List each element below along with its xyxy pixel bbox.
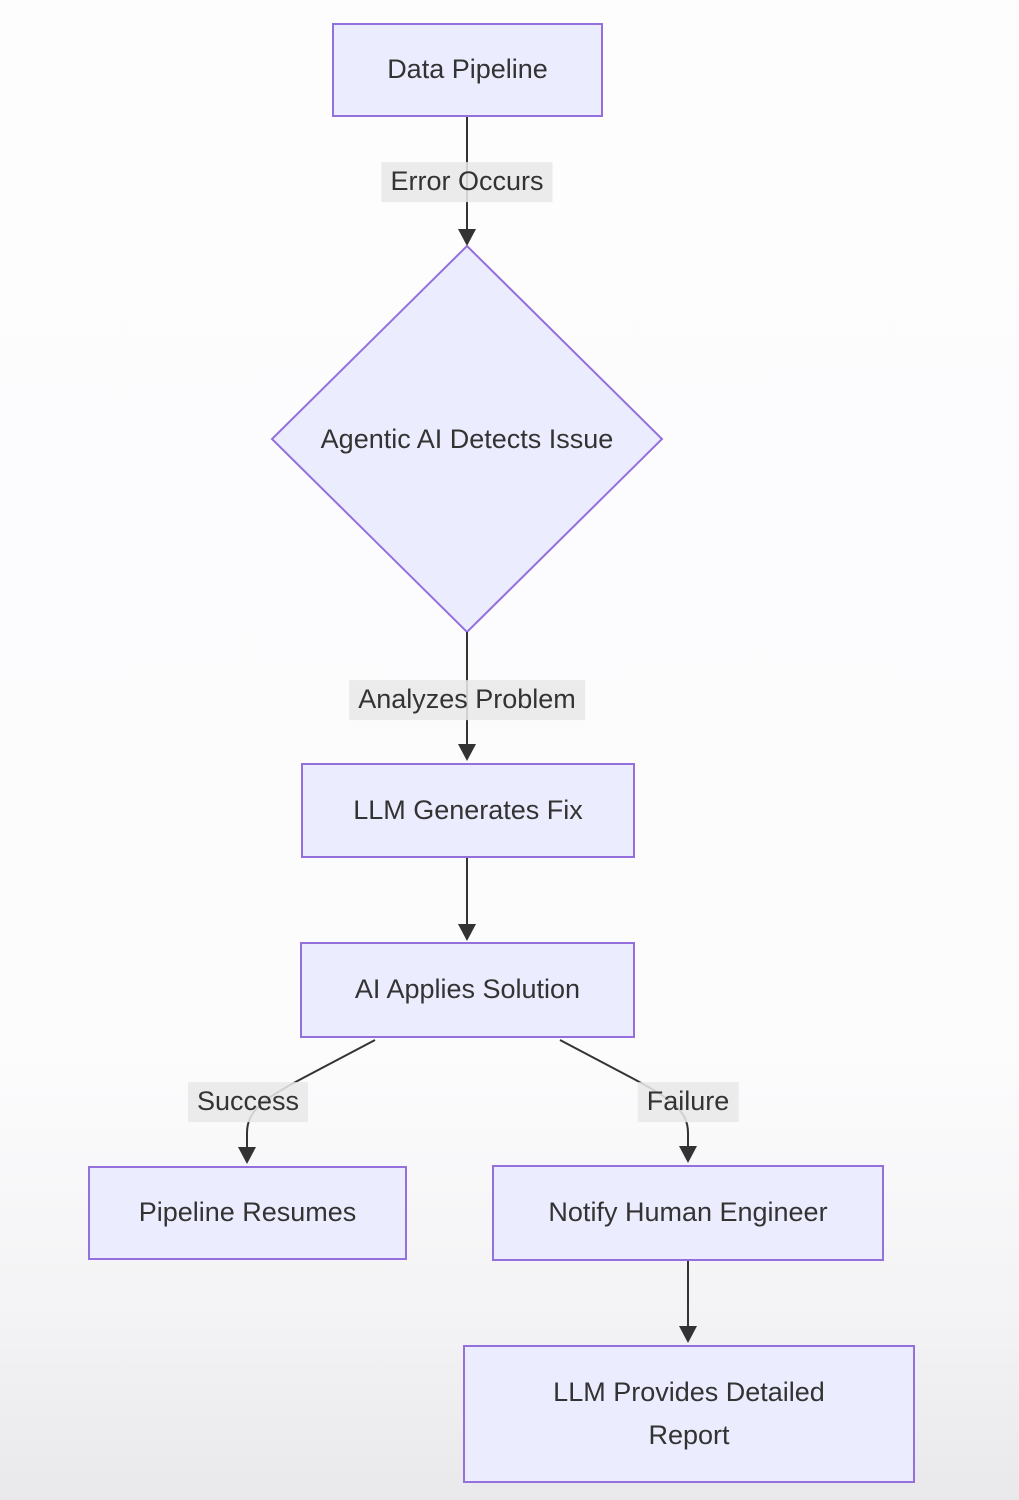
edge-label-error-occurs: Error Occurs bbox=[381, 162, 553, 202]
node-pipeline-resumes: Pipeline Resumes bbox=[88, 1166, 407, 1260]
edge-label-success: Success bbox=[187, 1082, 309, 1122]
arrowhead-apply bbox=[458, 924, 476, 941]
arrowhead-resume bbox=[238, 1147, 256, 1164]
node-apply-solution-label: AI Applies Solution bbox=[354, 974, 581, 1005]
node-detailed-report: LLM Provides Detailed Report bbox=[463, 1345, 915, 1483]
node-data-pipeline: Data Pipeline bbox=[332, 23, 603, 117]
node-generate-fix: LLM Generates Fix bbox=[301, 763, 635, 858]
node-generate-fix-label: LLM Generates Fix bbox=[353, 794, 583, 825]
node-notify-engineer-label: Notify Human Engineer bbox=[548, 1197, 828, 1228]
node-detect-issue-label: Agentic AI Detects Issue bbox=[320, 423, 614, 454]
node-apply-solution: AI Applies Solution bbox=[300, 942, 635, 1038]
node-data-pipeline-label: Data Pipeline bbox=[387, 54, 548, 85]
edge-label-analyzes-problem: Analyzes Problem bbox=[349, 680, 585, 720]
edge-label-failure: Failure bbox=[637, 1082, 739, 1122]
arrowhead-report bbox=[679, 1326, 697, 1343]
arrowhead-detect bbox=[458, 229, 476, 246]
node-notify-engineer: Notify Human Engineer bbox=[492, 1165, 884, 1261]
arrowhead-notify bbox=[679, 1146, 697, 1163]
node-detailed-report-line1: LLM Provides Detailed bbox=[553, 1376, 825, 1407]
node-detailed-report-label: LLM Provides Detailed Report bbox=[553, 1371, 825, 1457]
node-detect-issue: Agentic AI Detects Issue bbox=[277, 409, 657, 469]
node-detailed-report-line2: Report bbox=[648, 1420, 730, 1450]
arrowhead-fix bbox=[458, 744, 476, 761]
node-pipeline-resumes-label: Pipeline Resumes bbox=[138, 1197, 357, 1228]
